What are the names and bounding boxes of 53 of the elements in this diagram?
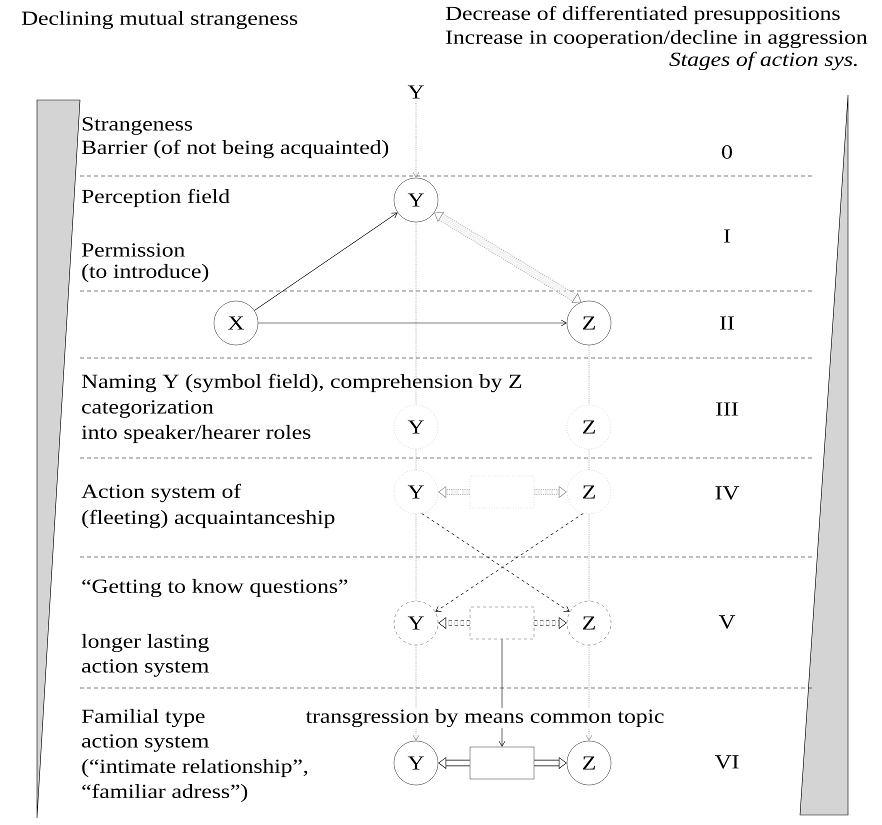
edge-label: transgression by means common topic [304, 708, 666, 728]
connector-line [588, 514, 590, 602]
connector-line [588, 344, 590, 406]
connector-line [588, 448, 590, 470]
stage-text: action system [82, 734, 209, 752]
stage-text: into speaker/hearer roles [82, 424, 310, 444]
stage-text: Action system of [81, 484, 242, 502]
stage-number: II [720, 316, 734, 330]
stage-number: V [718, 615, 736, 629]
circle-node: X [214, 300, 258, 346]
circle-node: Y [394, 740, 438, 786]
heading: Increase in cooperation/decline in aggression [446, 30, 868, 48]
node-label: Y [408, 85, 424, 99]
circle-node: Z [566, 740, 612, 786]
stage-number: IV [716, 486, 740, 500]
stage-number: VI [714, 755, 739, 769]
stage-text: longer lasting [82, 634, 209, 652]
stage-number: 0 [722, 145, 732, 159]
heading: Decrease of differentiated presuppositions [446, 6, 840, 24]
stage-text: “Getting to know questions” [82, 578, 348, 598]
circle-node: Z [566, 600, 612, 646]
heading: Stages of action sys. [669, 52, 857, 70]
stage-number: III [716, 402, 738, 416]
circle-node: Z [566, 470, 612, 514]
stage-text: “familiar adress”) [82, 784, 248, 802]
circle-node: Y [394, 404, 438, 450]
arrow [421, 513, 570, 612]
circle-node: Y [394, 470, 438, 514]
arrow [258, 320, 567, 326]
stage-text: Naming Y (symbol field), comprehension by Z [82, 374, 522, 392]
stage-text: (“intimate relationship”, [82, 758, 308, 778]
stage-text: Permission [82, 243, 185, 257]
circle-node: Z [566, 404, 612, 450]
stage-text: categorization [82, 400, 214, 418]
arrow [412, 100, 420, 178]
arrow [435, 513, 584, 612]
box [470, 746, 534, 780]
stage-text: Familial type [82, 708, 205, 728]
stage-text: action system [82, 659, 209, 677]
block-arrow [434, 212, 582, 304]
circle-node: Y [394, 178, 438, 222]
stage-text: Perception field [82, 188, 230, 208]
stage-text: (to introduce) [82, 264, 208, 282]
stage-text: Barrier (of not being acquainted) [82, 140, 388, 158]
stage-text: (fleeting) acquaintanceship [82, 510, 334, 528]
arrow [254, 212, 398, 311]
heading: Declining mutual strangeness [22, 10, 298, 30]
stage-number: I [724, 229, 730, 243]
stage-text: Strangeness [82, 117, 192, 135]
box [470, 476, 534, 508]
circle-node: Y [394, 600, 438, 646]
circle-node: Z [566, 300, 612, 346]
box [470, 606, 534, 640]
